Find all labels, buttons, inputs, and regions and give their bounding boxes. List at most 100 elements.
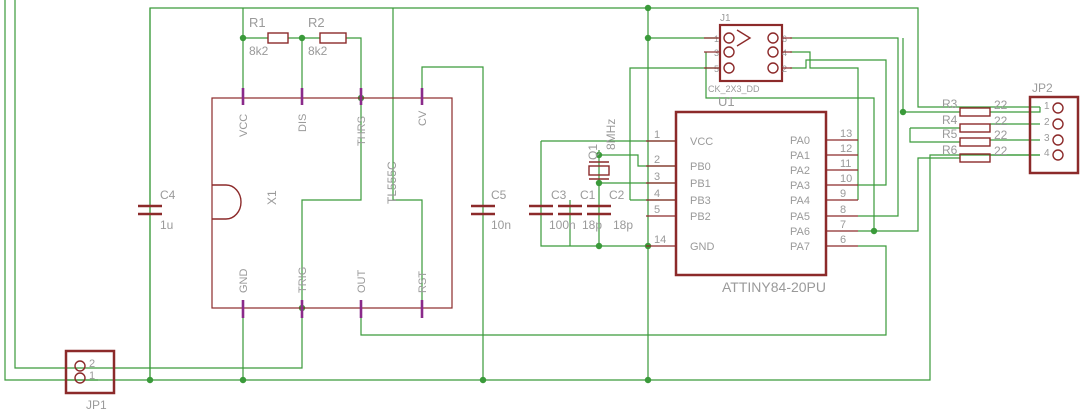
junction — [595, 242, 603, 250]
mcu-pin-number: 14 — [654, 234, 666, 246]
mcu-pin-label: GND — [690, 241, 715, 253]
mcu-pin-label: PA0 — [790, 135, 810, 147]
capacitor-c2-value: 18p — [613, 218, 633, 232]
jp2-pin-number: 1 — [1044, 101, 1050, 112]
mcu-pin-label: PA7 — [790, 241, 810, 253]
wire — [705, 52, 875, 232]
isp-pin — [723, 62, 735, 74]
jp2-pin-number: 3 — [1044, 133, 1050, 144]
jp2-pin — [1052, 149, 1064, 161]
timer-pin-cv-label: CV — [417, 110, 429, 126]
mcu-pin-number: 11 — [840, 158, 851, 170]
wire — [360, 245, 887, 336]
mcu-pin-label: PA3 — [790, 180, 810, 192]
mcu-pin-label: PB3 — [690, 195, 711, 207]
junctions — [146, 4, 907, 384]
capacitor-c4-value: 1u — [160, 218, 173, 232]
resistor-r2-value: 8k2 — [308, 44, 328, 58]
junction — [479, 376, 487, 384]
junction — [644, 376, 652, 384]
resistor-r5-body — [959, 137, 991, 147]
mcu-pin-number: 3 — [654, 171, 660, 183]
junction — [146, 376, 154, 384]
wire — [790, 59, 887, 186]
mcu-body — [674, 110, 828, 277]
wire — [14, 0, 98, 369]
isp-pin-number: 2 — [782, 64, 787, 74]
resistor-r3-body — [959, 107, 991, 117]
isp-header-name: J1 — [720, 13, 731, 24]
resistor-r1-value: 8k2 — [249, 44, 269, 58]
junction — [239, 376, 247, 384]
mcu-pin-number: 13 — [840, 128, 852, 140]
mcu-u1: U1 ATTINY84-20PU 1VCC2PB03PB14PB35PB214G… — [646, 94, 858, 295]
wire — [874, 157, 960, 232]
isp-header-value: CK_2X3_DD — [708, 84, 760, 94]
resistor-r1-name: R1 — [249, 15, 266, 30]
mcu-value: ATTINY84-20PU — [722, 279, 826, 295]
connector-jp1-body — [64, 349, 116, 395]
resistor-r3-value: 22 — [994, 98, 1008, 112]
timer-x1: VCC DIS THRS CV GND TRIG OUT RST X1 TL55… — [211, 88, 453, 318]
junction — [595, 179, 603, 187]
mcu-pin-number: 9 — [840, 188, 846, 200]
resistor-r6-body — [959, 153, 991, 163]
timer-pin-rst-label: RST — [417, 271, 429, 293]
mcu-pin-number: 4 — [654, 188, 660, 200]
resistor-r5-value: 22 — [994, 128, 1008, 142]
mcu-pin-number: 8 — [840, 204, 846, 216]
capacitor-c3: C3 100n — [529, 188, 576, 232]
mcu-pin-label: PA4 — [790, 195, 810, 207]
jp2-pin — [1052, 134, 1064, 146]
timer-body — [211, 97, 453, 309]
crystal-q1: Q1 8MHz — [586, 119, 618, 180]
mcu-pin-label: VCC — [690, 136, 713, 148]
isp-pin-number: 3 — [714, 48, 719, 58]
timer-value-label: TL555C — [385, 161, 399, 204]
connector-jp2-pins: 1 2 3 4 — [1044, 101, 1064, 161]
isp-pin-number: 6 — [782, 34, 787, 44]
resistor-r2-body — [319, 32, 347, 44]
jp1-pin — [74, 360, 86, 372]
isp-pin — [723, 46, 735, 58]
wire — [790, 51, 859, 200]
capacitor-c1: C1 18p — [558, 188, 602, 232]
wire — [421, 66, 484, 380]
junction — [899, 108, 907, 116]
mcu-pin-number: 7 — [840, 219, 846, 231]
capacitor-c5-value: 10n — [491, 218, 511, 232]
junction — [644, 34, 652, 42]
jp2-pin — [1052, 118, 1064, 130]
isp-pin — [723, 32, 735, 44]
mcu-name: U1 — [718, 94, 735, 109]
resistor-r4-value: 22 — [994, 114, 1008, 128]
resistor-r5-name: R5 — [942, 127, 958, 141]
isp-pin-number: 5 — [714, 64, 719, 74]
timer-notch — [212, 184, 242, 220]
wire — [909, 128, 960, 143]
resistor-r2-name: R2 — [308, 15, 325, 30]
connector-jp2-body — [1028, 95, 1080, 175]
connector-jp1-name: JP1 — [86, 398, 107, 412]
capacitor-c2-name: C2 — [609, 188, 625, 202]
resistor-r6-name: R6 — [942, 143, 958, 157]
timer-pin-dis-label: DIS — [297, 114, 309, 132]
wire — [990, 107, 1041, 113]
mcu-pin-label: PA1 — [790, 150, 810, 162]
isp-header-body — [718, 23, 784, 83]
jp2-pin — [1052, 102, 1064, 114]
wire — [301, 37, 362, 308]
capacitor-c3-value: 100n — [549, 218, 576, 232]
jp2-pin-number: 2 — [1044, 117, 1050, 128]
capacitor-c5: C5 10n — [471, 188, 511, 232]
mcu-pin-label: PB0 — [690, 161, 711, 173]
jp2-pin-number: 4 — [1044, 148, 1050, 159]
isp-pin1-marker-icon — [736, 29, 752, 47]
capacitor-c4-name: C4 — [160, 188, 176, 202]
